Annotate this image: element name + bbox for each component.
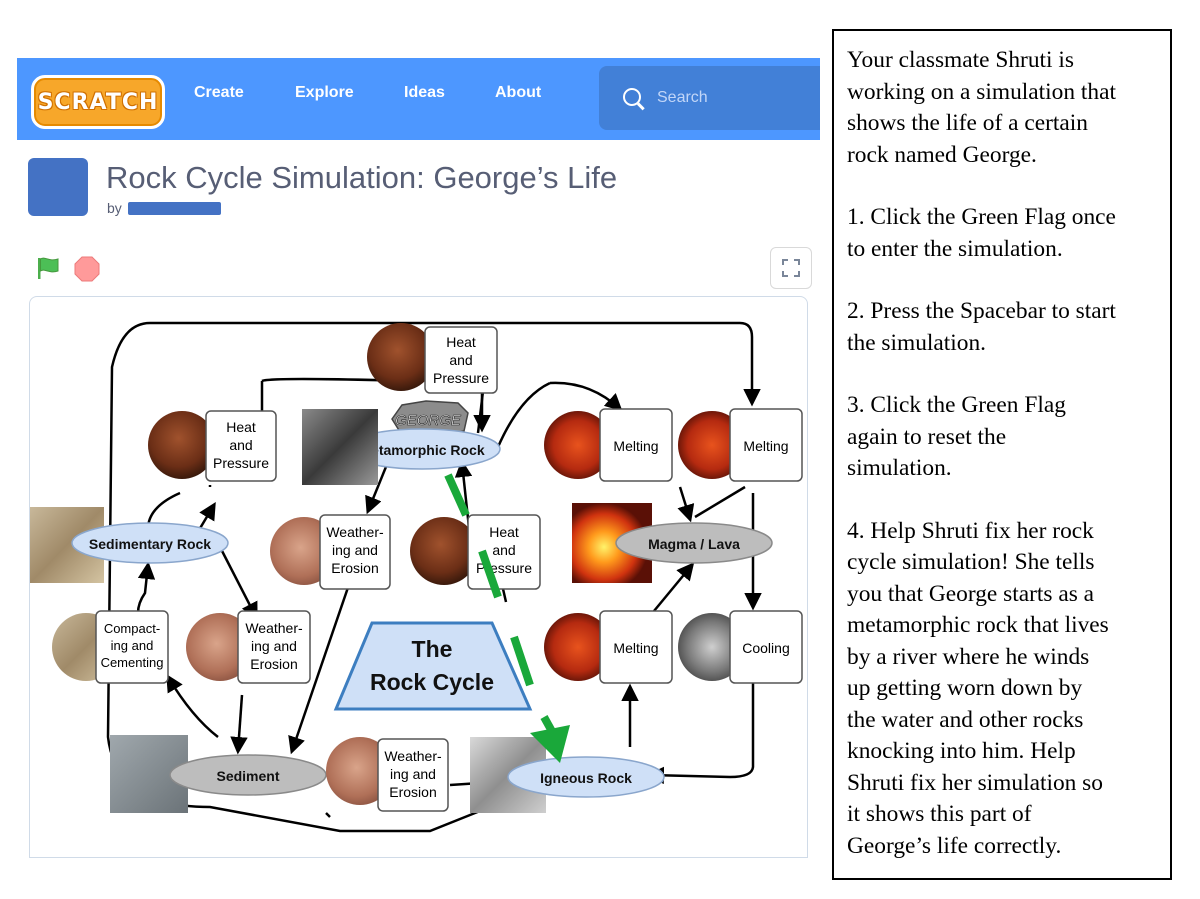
metamorphic-rock-label: Metamorphic Rock (359, 442, 484, 458)
green-path-dash-2 (478, 549, 502, 599)
process-box-melting-1 (599, 408, 673, 482)
process-label-compacting-1: Compact- (104, 621, 160, 636)
weathering-image-left (186, 613, 254, 681)
process-label-weathering-left-1: Weather- (245, 620, 303, 636)
project-author-label: by (107, 200, 122, 216)
process-label-weathering-center-2: ing and (332, 542, 378, 558)
project-stage[interactable]: Heat and Pressure GEORGE Metamorphic Roc… (29, 296, 808, 858)
heat-pressure-image-left (148, 411, 216, 479)
weathering-image-bottom (326, 737, 394, 805)
sedimentary-rock-label: Sedimentary Rock (89, 536, 211, 552)
process-label-weathering-center-1: Weather- (326, 524, 384, 540)
rock-cycle-title-line2: Rock Cycle (370, 669, 494, 695)
process-label-heat-top-3: Pressure (433, 370, 489, 386)
process-label-weathering-left-3: Erosion (250, 656, 297, 672)
rock-cycle-title-shape (333, 621, 533, 711)
magma-lava-label: Magma / Lava (648, 536, 740, 552)
rock-cycle-title-line1: The (412, 636, 453, 662)
process-label-heat-center-1: Heat (489, 524, 519, 540)
process-box-melting-2 (729, 408, 803, 482)
magma-lava-node (615, 522, 773, 564)
process-label-heat-left-3: Pressure (213, 455, 269, 471)
process-label-cooling: Cooling (742, 640, 789, 656)
process-label-compacting-3: Cementing (101, 655, 164, 670)
cooling-image (678, 613, 746, 681)
process-label-heat-left-2: and (229, 437, 252, 453)
search-input[interactable] (655, 86, 809, 110)
process-box-weathering-center (319, 514, 391, 590)
igneous-rock-label: Igneous Rock (540, 770, 632, 786)
nav-ideas-link[interactable]: Ideas (404, 84, 445, 101)
process-label-melting-2: Melting (743, 438, 788, 454)
process-label-weathering-bottom-2: ing and (390, 766, 436, 782)
nav-about-link[interactable]: About (495, 84, 542, 101)
green-path-dash-3 (510, 635, 534, 687)
process-label-melting-3: Melting (613, 640, 658, 656)
green-path-arrowhead (530, 725, 570, 763)
scratch-logo[interactable]: SCRATCH (31, 75, 165, 129)
instructions-step-1: 1. Click the Green Flag once to enter th… (847, 204, 1116, 262)
sediment-node (169, 754, 327, 796)
search-box[interactable] (599, 66, 820, 130)
instructions-panel: Your classmate Shruti is working on a si… (832, 29, 1172, 880)
stop-sign-icon[interactable] (74, 256, 100, 282)
process-box-weathering-bottom (377, 738, 449, 812)
process-label-weathering-left-2: ing and (251, 638, 297, 654)
rock-cycle-diagram: Heat and Pressure GEORGE Metamorphic Roc… (30, 321, 803, 833)
project-thumbnail (28, 158, 88, 216)
process-label-heat-top-1: Heat (446, 334, 476, 350)
nav-create-link[interactable]: Create (194, 84, 244, 101)
sedimentary-rock-node (71, 522, 229, 564)
navigation-bar: SCRATCH Create Explore Ideas About (17, 58, 820, 140)
process-label-weathering-bottom-1: Weather- (384, 748, 442, 764)
process-label-weathering-bottom-3: Erosion (389, 784, 436, 800)
process-box-heat-left (205, 410, 277, 482)
metamorphic-rock-image (302, 409, 378, 485)
process-box-melting-3 (599, 610, 673, 684)
fullscreen-button[interactable] (770, 247, 812, 289)
green-path-dash-1 (444, 473, 470, 517)
fullscreen-icon (782, 259, 800, 277)
green-flag-icon[interactable] (36, 256, 60, 280)
process-box-compacting (95, 610, 169, 684)
process-label-compacting-2: ing and (111, 638, 154, 653)
nav-explore-link[interactable]: Explore (295, 84, 354, 101)
heat-pressure-image-top (367, 323, 435, 391)
heat-pressure-image-center (410, 517, 478, 585)
melting-image-2 (678, 411, 746, 479)
process-box-weathering-left (237, 610, 311, 684)
process-box-cooling (729, 610, 803, 684)
process-label-melting-1: Melting (613, 438, 658, 454)
instructions-step-4: 4. Help Shruti fix her rock cycle simula… (847, 517, 1109, 859)
instructions-step-2: 2. Press the Spacebar to start the simul… (847, 298, 1116, 356)
instructions-step-3: 3. Click the Green Flag again to reset t… (847, 392, 1066, 481)
instructions-intro: Your classmate Shruti is working on a si… (847, 47, 1116, 168)
search-icon (623, 88, 641, 106)
igneous-rock-node (507, 756, 665, 798)
process-label-heat-top-2: and (449, 352, 472, 368)
sediment-label: Sediment (216, 768, 279, 784)
process-label-heat-left-1: Heat (226, 419, 256, 435)
project-author-name-redacted[interactable] (128, 202, 221, 215)
melting-image-3 (544, 613, 612, 681)
george-label: GEORGE (395, 412, 462, 429)
process-label-weathering-center-3: Erosion (331, 560, 378, 576)
process-box-heat-top (424, 326, 498, 394)
process-label-heat-center-2: and (492, 542, 515, 558)
project-title: Rock Cycle Simulation: George’s Life (106, 160, 618, 195)
melting-image-1 (544, 411, 612, 479)
